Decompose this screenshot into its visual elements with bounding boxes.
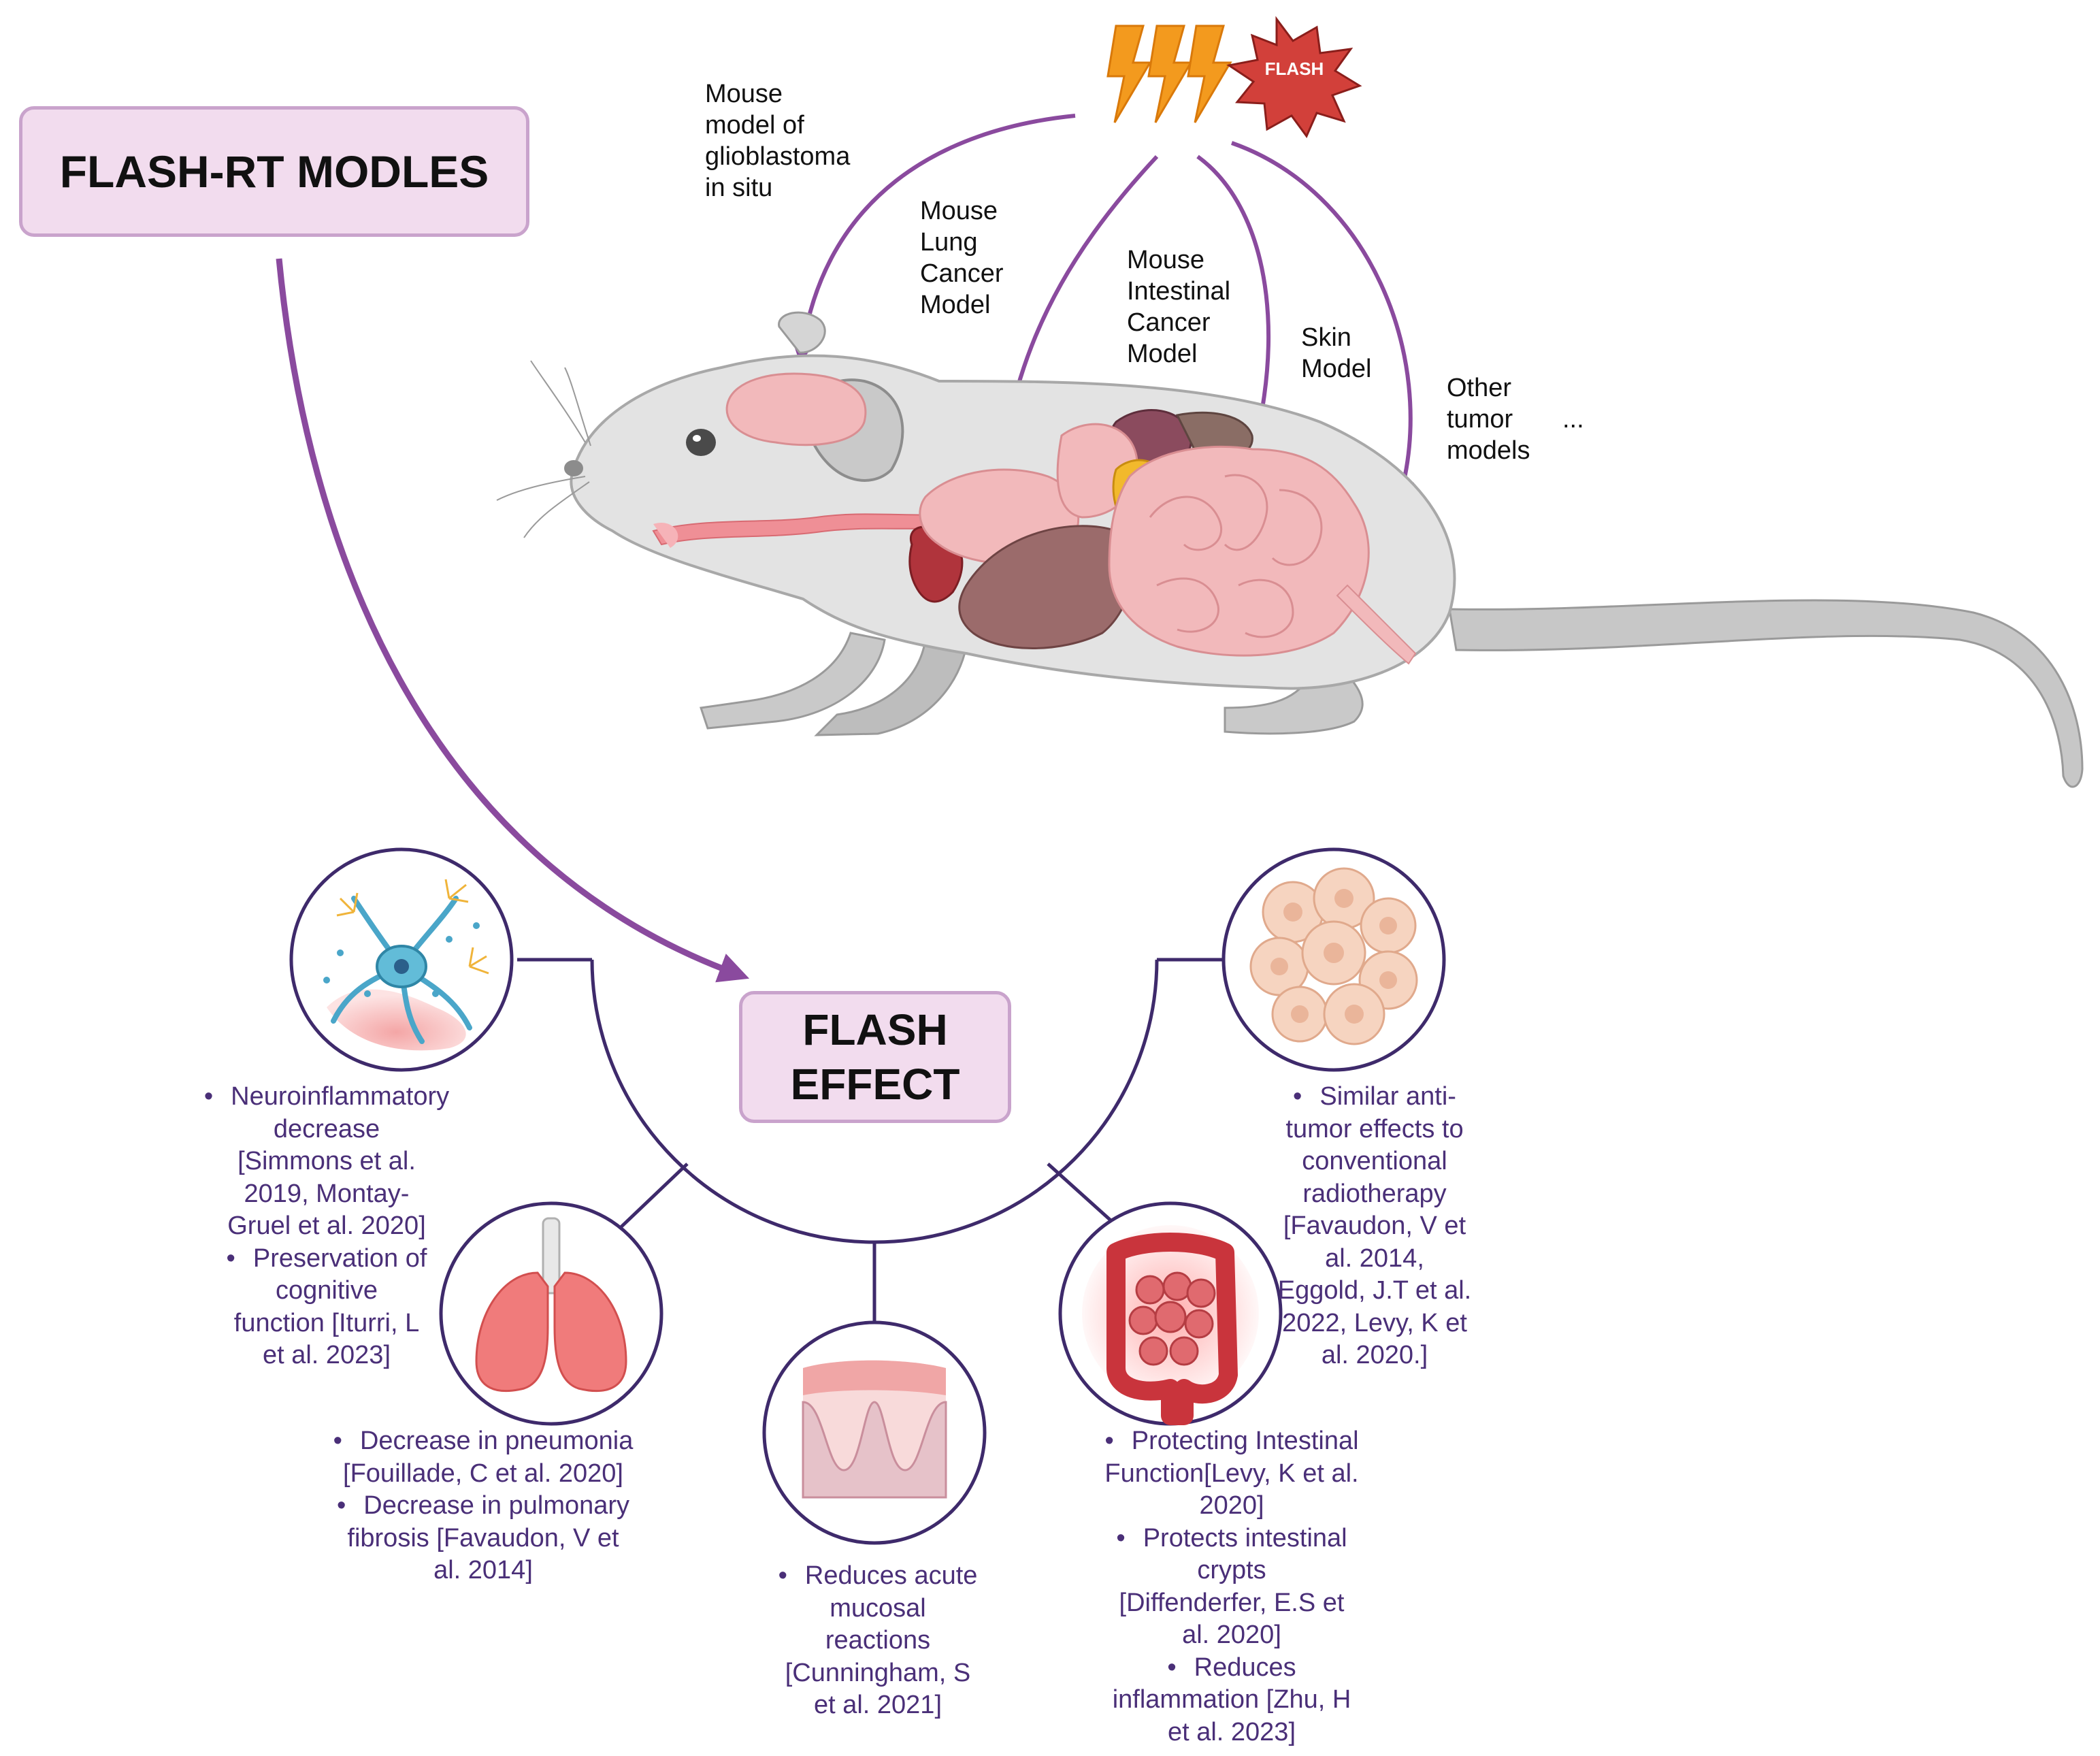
bullet-text-line: [Simmons et al. [237, 1147, 416, 1175]
bullet-text-line: 2019, Montay- [244, 1179, 410, 1208]
bullet-text-line: Protecting Intestinal [1062, 1425, 1402, 1458]
bullet-text-line: Gruel et al. 2020] [227, 1212, 426, 1240]
bullet-text-line: reactions [825, 1626, 931, 1655]
bullet-text-line: Decrease in pneumonia [293, 1425, 674, 1458]
bullet-text-line: [Favaudon, V et [1283, 1212, 1466, 1240]
lung-effects-list: Decrease in pneumonia[Fouillade, C et al… [293, 1425, 674, 1587]
bullet-text-line: cognitive [276, 1276, 378, 1305]
bullet-text-line: al. 2014, [1325, 1243, 1424, 1273]
tumor-cells-icon [1221, 847, 1446, 1072]
flash-rt-models-box: FLASH-RT MODLES [19, 106, 529, 237]
lightning-bolt-icon [1106, 25, 1232, 123]
bullet-text-line: [Cunningham, S [785, 1658, 971, 1687]
bullet-item: Decrease in pneumonia[Fouillade, C et al… [293, 1425, 674, 1490]
bullet-text-line: 2020] [1199, 1491, 1264, 1520]
arrow-skin [1231, 141, 1415, 500]
flash-rt-models-title: FLASH-RT MODLES [59, 146, 489, 197]
bullet-list: Similar anti-tumor effects to conventiona… [1259, 1081, 1490, 1372]
skin-layer-icon [762, 1320, 987, 1545]
label-ellipsis: ... [1562, 405, 1584, 434]
bullet-text-line: et al. 2023] [262, 1341, 391, 1369]
flash-starburst-label: FLASH [1265, 59, 1324, 79]
bullet-text-line: [Fouillade, C et al. 2020] [343, 1459, 623, 1488]
bullet-text-line: decrease [273, 1114, 380, 1143]
flash-effect-box: FLASH EFFECT [739, 991, 1011, 1123]
bullet-text-line: et al. 2023] [1167, 1717, 1296, 1746]
bullet-text-line: Eggold, J.T et al. [1277, 1276, 1472, 1305]
bullet-text-line: Decrease in pulmonary [293, 1490, 674, 1523]
bullet-text-line: inflammation [Zhu, H [1112, 1685, 1351, 1714]
bullet-text-line: al. 2020.] [1321, 1341, 1428, 1369]
bullet-text-line: [Diffenderfer, E.S et [1119, 1588, 1345, 1617]
flash-starburst-icon: FLASH [1226, 16, 1362, 138]
arrow-glioblastoma [793, 114, 1076, 364]
bullet-text-line: Reduces acute [749, 1560, 1007, 1593]
flash-effect-line1: FLASH [802, 1005, 948, 1054]
bullet-text-line: crypts [1197, 1556, 1266, 1584]
label-intestinal-model: Mouse Intestinal Cancer Model [1127, 246, 1238, 368]
label-lung-model: Mouse Lung Cancer Model [920, 197, 1011, 319]
bullet-text-line: al. 2020] [1182, 1621, 1281, 1649]
label-other-models: Other tumor models [1447, 374, 1530, 465]
tumor-effects-list: Similar anti-tumor effects to conventiona… [1259, 1081, 1490, 1372]
bullet-text-line: Protects intestinal [1062, 1523, 1402, 1555]
mouse-anatomy-illustration [496, 311, 2084, 788]
label-glioblastoma: Mouse model of glioblastoma in situ [705, 80, 857, 202]
label-skin-model: Skin Model [1301, 323, 1372, 383]
bullet-text-line: et al. 2021] [813, 1691, 942, 1719]
bullet-list: Decrease in pneumonia[Fouillade, C et al… [293, 1425, 674, 1587]
bullet-text-line: fibrosis [Favaudon, V et [347, 1523, 619, 1552]
bullet-text-line: Function[Levy, K et al. [1104, 1459, 1359, 1488]
bullet-item: Similar anti-tumor effects to conventiona… [1259, 1081, 1490, 1372]
bullet-text-line: Similar anti- [1259, 1081, 1490, 1113]
effect-connectors [517, 958, 1225, 1324]
bullet-text-line: mucosal [830, 1593, 926, 1623]
bullet-text-line: Neuroinflammatory [150, 1081, 504, 1113]
bullet-text-line: Reduces [1062, 1652, 1402, 1685]
bullet-text-line: tumor effects to [1285, 1114, 1464, 1143]
neuron-icon [289, 847, 514, 1072]
bullet-text-line: Preservation of [150, 1243, 504, 1275]
bullet-text-line: radiotherapy [1302, 1179, 1447, 1208]
main-arrow [276, 258, 750, 983]
flash-effect-line2: EFFECT [790, 1060, 960, 1109]
bullet-text-line: al. 2014] [433, 1556, 533, 1584]
bullet-text-line: function [Iturri, L [233, 1308, 420, 1337]
bullet-text-line: conventional [1302, 1147, 1447, 1175]
bullet-text-line: 2022, Levy, K et [1282, 1308, 1467, 1337]
intestine-icon [1058, 1201, 1283, 1426]
